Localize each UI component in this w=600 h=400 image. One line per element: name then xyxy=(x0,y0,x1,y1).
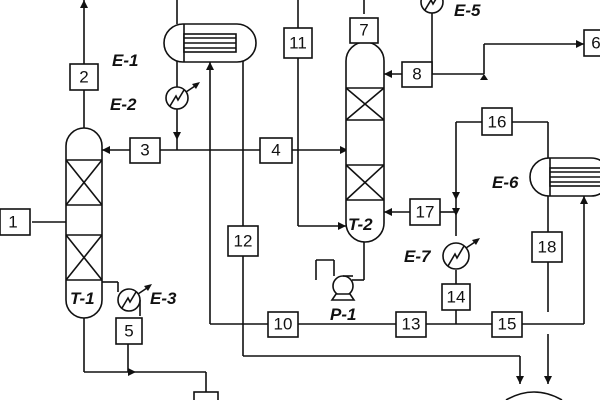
svg-text:14: 14 xyxy=(447,288,466,307)
svg-text:3: 3 xyxy=(140,141,149,160)
svg-text:7: 7 xyxy=(359,21,368,40)
stream-8: 8 xyxy=(401,61,433,88)
tag-e2: E-2 xyxy=(110,95,137,114)
edge-vessel-bottom xyxy=(505,391,563,400)
tag-e5: E-5 xyxy=(454,1,481,20)
exchanger-e2 xyxy=(165,82,200,110)
svg-text:1: 1 xyxy=(8,213,17,232)
tag-e1: E-1 xyxy=(112,51,138,70)
svg-text:17: 17 xyxy=(416,203,435,222)
stream-6: 6 xyxy=(583,29,600,57)
stream-9-partial xyxy=(193,391,219,400)
svg-text:15: 15 xyxy=(498,315,517,334)
tag-e6: E-6 xyxy=(492,173,519,192)
stream-15: 15 xyxy=(491,311,523,338)
svg-text:11: 11 xyxy=(289,34,307,53)
svg-text:8: 8 xyxy=(412,65,421,84)
pump-p1 xyxy=(330,275,356,301)
stream-4: 4 xyxy=(259,137,293,164)
svg-text:4: 4 xyxy=(271,141,280,160)
stream-13: 13 xyxy=(395,311,427,338)
exchanger-e7 xyxy=(442,238,480,270)
equipment-tags: E-1 E-2 T-1 E-3 T-2 E-5 E-6 E-7 P-1 xyxy=(70,1,519,324)
stream-18: 18 xyxy=(531,231,563,263)
stream-1: 1 xyxy=(0,208,31,236)
stream-3: 3 xyxy=(129,137,161,164)
tag-t1: T-1 xyxy=(70,289,95,308)
svg-text:10: 10 xyxy=(274,315,293,334)
svg-text:5: 5 xyxy=(124,322,133,341)
exchanger-e6 xyxy=(529,157,600,197)
tag-e3: E-3 xyxy=(150,289,177,308)
stream-12: 12 xyxy=(227,225,259,257)
svg-text:18: 18 xyxy=(538,238,557,257)
tag-p1: P-1 xyxy=(330,305,356,324)
tag-e7: E-7 xyxy=(404,247,432,266)
tag-t2: T-2 xyxy=(348,215,373,234)
stream-labels: 1 2 3 4 5 6 7 8 10 11 12 13 14 15 16 17 … xyxy=(0,17,600,400)
svg-text:6: 6 xyxy=(591,34,600,53)
exchanger-e5 xyxy=(420,0,444,14)
svg-text:13: 13 xyxy=(402,315,421,334)
stream-16: 16 xyxy=(481,107,513,136)
stream-10: 10 xyxy=(267,311,299,338)
stream-14: 14 xyxy=(441,283,471,311)
stream-17: 17 xyxy=(409,198,441,226)
stream-7: 7 xyxy=(349,17,379,44)
stream-2: 2 xyxy=(69,63,99,91)
svg-text:12: 12 xyxy=(234,232,253,251)
svg-text:16: 16 xyxy=(488,113,507,132)
exchanger-e1 xyxy=(163,23,257,63)
svg-text:2: 2 xyxy=(79,68,88,87)
stream-5: 5 xyxy=(115,317,143,345)
exchanger-e3 xyxy=(117,284,152,312)
stream-11: 11 xyxy=(283,27,313,59)
column-t1 xyxy=(65,127,103,319)
column-t2 xyxy=(345,41,385,243)
